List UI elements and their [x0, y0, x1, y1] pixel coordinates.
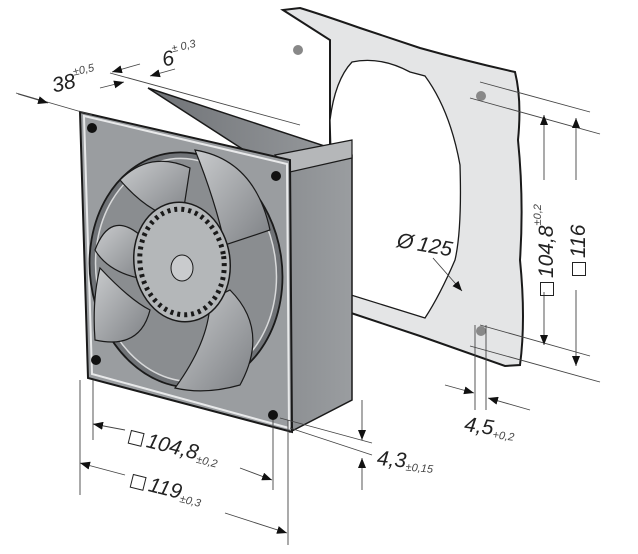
dim-hole-spacing-vertical-label: 104,8±0,2: [532, 204, 558, 296]
dim-plate-height-label: 116: [567, 225, 590, 276]
square-symbol-icon: [572, 262, 586, 276]
fan-housing: [78, 87, 353, 434]
square-symbol-icon: [540, 282, 554, 296]
dimension-lines: [15, 63, 601, 545]
dim-hole-offset-label: 4,3±0,15: [376, 447, 434, 476]
square-symbol-icon: [129, 473, 147, 491]
square-symbol-icon: [127, 429, 145, 447]
